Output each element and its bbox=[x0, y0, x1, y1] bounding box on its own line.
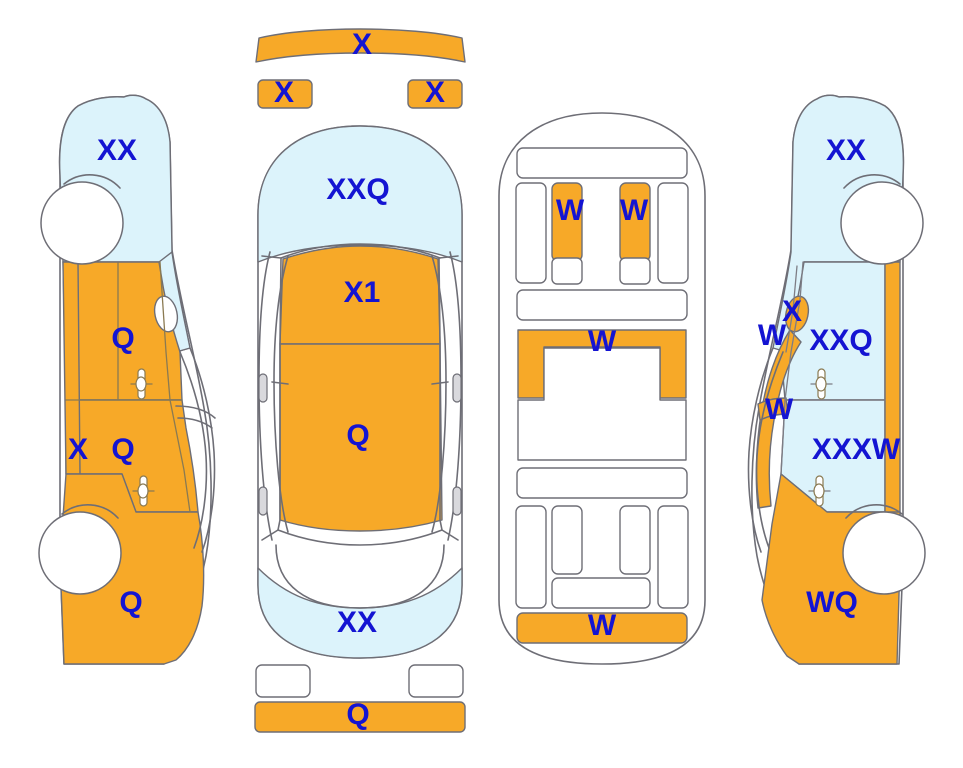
interior-under-console[interactable] bbox=[517, 347, 687, 461]
front-right-block[interactable] bbox=[407, 79, 463, 109]
label-right-0: XX bbox=[826, 134, 866, 167]
interior-mid-bar[interactable] bbox=[516, 289, 688, 321]
interior-right-tall[interactable] bbox=[657, 182, 689, 284]
label-left-0: XX bbox=[97, 134, 137, 167]
left-side-labels: XX Q X Q Q bbox=[68, 134, 143, 619]
interior-bottom-bar[interactable] bbox=[516, 612, 688, 644]
label-top-2: X bbox=[425, 76, 445, 109]
interior-bar-4[interactable] bbox=[516, 467, 688, 499]
label-interior-1: W bbox=[620, 194, 649, 227]
rear-right-block[interactable] bbox=[408, 664, 464, 698]
interior-geometry bbox=[498, 112, 706, 665]
top-mirror-left bbox=[258, 373, 268, 403]
label-top-5: Q bbox=[346, 419, 369, 452]
interior-labels: W W W W bbox=[556, 194, 649, 642]
label-right-2: W bbox=[758, 319, 787, 352]
interior-block-a[interactable] bbox=[515, 505, 547, 609]
right-door-handle-front bbox=[810, 368, 833, 400]
label-top-4: X1 bbox=[344, 276, 381, 309]
roof-front-zone[interactable] bbox=[279, 245, 441, 345]
right-door-handle-rear bbox=[808, 475, 831, 507]
interior-console[interactable] bbox=[517, 329, 687, 399]
interior-center-left bbox=[551, 257, 583, 285]
roof-rear-zone[interactable] bbox=[279, 343, 443, 532]
right-side-geometry bbox=[747, 94, 926, 665]
left-side-geometry bbox=[38, 94, 216, 665]
door-handle-front bbox=[130, 368, 153, 400]
label-left-2: X bbox=[68, 433, 88, 466]
front-left-block[interactable] bbox=[257, 79, 313, 109]
top-view-geometry bbox=[254, 28, 466, 733]
front-wheel bbox=[40, 181, 124, 265]
rear-wheel bbox=[38, 511, 122, 595]
interior-block-b[interactable] bbox=[551, 505, 583, 575]
label-top-6: XX bbox=[337, 606, 377, 639]
label-right-6: WQ bbox=[806, 586, 858, 619]
interior-block-d[interactable] bbox=[657, 505, 689, 609]
door-handle-rear bbox=[132, 475, 155, 507]
label-top-1: X bbox=[274, 76, 294, 109]
label-top-7: Q bbox=[346, 698, 369, 731]
label-right-4: W bbox=[765, 393, 794, 426]
right-side-labels: XX X W XXQ W XXXW WQ bbox=[758, 134, 901, 619]
front-bumper-bar[interactable] bbox=[255, 28, 466, 63]
label-left-1: Q bbox=[111, 322, 134, 355]
label-top-0: X bbox=[352, 28, 372, 61]
label-interior-2: W bbox=[588, 325, 617, 358]
top-mirror-right bbox=[452, 373, 462, 403]
top-handle-left bbox=[258, 486, 268, 516]
right-front-wheel bbox=[840, 181, 924, 265]
label-interior-3: W bbox=[588, 609, 617, 642]
label-top-3: XXQ bbox=[326, 173, 389, 206]
label-interior-0: W bbox=[556, 194, 585, 227]
label-left-4: Q bbox=[119, 586, 142, 619]
rear-left-block[interactable] bbox=[255, 664, 311, 698]
top-handle-right bbox=[452, 486, 462, 516]
right-sill[interactable] bbox=[884, 261, 901, 521]
interior-left-tall[interactable] bbox=[515, 182, 547, 284]
interior-center-right bbox=[619, 257, 651, 285]
label-right-1: X bbox=[782, 295, 802, 328]
right-rear-wheel bbox=[842, 511, 926, 595]
interior-top-bar[interactable] bbox=[516, 147, 688, 179]
label-left-3: Q bbox=[111, 433, 134, 466]
right-a-pillar[interactable] bbox=[755, 329, 802, 509]
label-right-3: XXQ bbox=[809, 324, 872, 357]
interior-center-bar[interactable] bbox=[551, 577, 651, 609]
interior-block-c[interactable] bbox=[619, 505, 651, 575]
rear-bumper-bar[interactable] bbox=[254, 701, 466, 733]
top-view-labels: X X X XXQ X1 Q XX Q bbox=[274, 28, 445, 731]
label-right-5: XXXW bbox=[812, 433, 901, 466]
